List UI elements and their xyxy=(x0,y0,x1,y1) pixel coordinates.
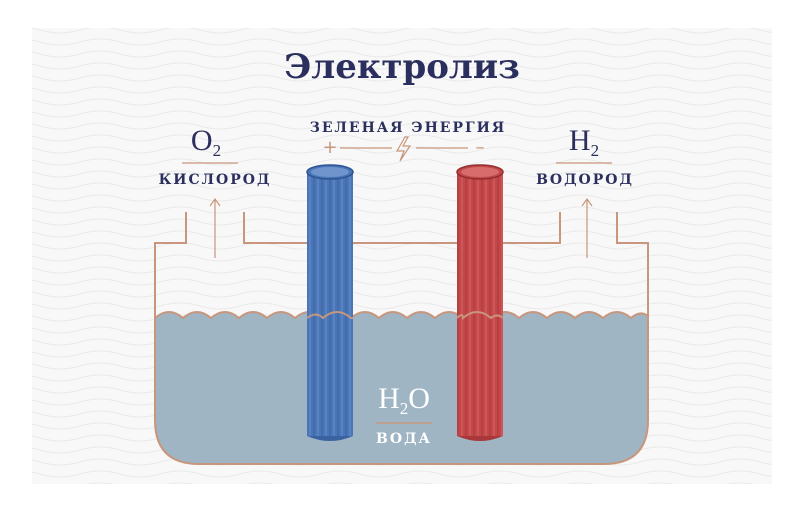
surface-over-cathode xyxy=(456,311,504,321)
container-lid xyxy=(243,212,561,244)
power-label: ЗЕЛЕНАЯ ЭНЕРГИЯ xyxy=(310,120,506,136)
hydrogen-formula: H2 xyxy=(569,124,599,160)
surface-over-anode xyxy=(306,311,353,320)
minus-sign: – xyxy=(476,137,485,158)
oxygen-formula: O2 xyxy=(191,124,221,160)
water-formula: H2O xyxy=(378,382,430,418)
container-outline xyxy=(154,212,649,465)
water-label: ВОДА xyxy=(376,431,432,447)
water-body xyxy=(155,312,648,464)
water-surface xyxy=(154,311,649,320)
lightning-icon xyxy=(395,136,412,162)
oxygen-label: КИСЛОРОД xyxy=(159,172,272,188)
page-title: Электролиз xyxy=(284,47,520,87)
plus-sign: + xyxy=(322,137,337,158)
arrow-up-icon xyxy=(209,197,221,258)
cathode-electrode xyxy=(456,164,504,441)
hydrogen-label: ВОДОРОД xyxy=(536,172,634,188)
anode-electrode xyxy=(306,164,354,441)
arrow-up-icon xyxy=(581,197,593,258)
